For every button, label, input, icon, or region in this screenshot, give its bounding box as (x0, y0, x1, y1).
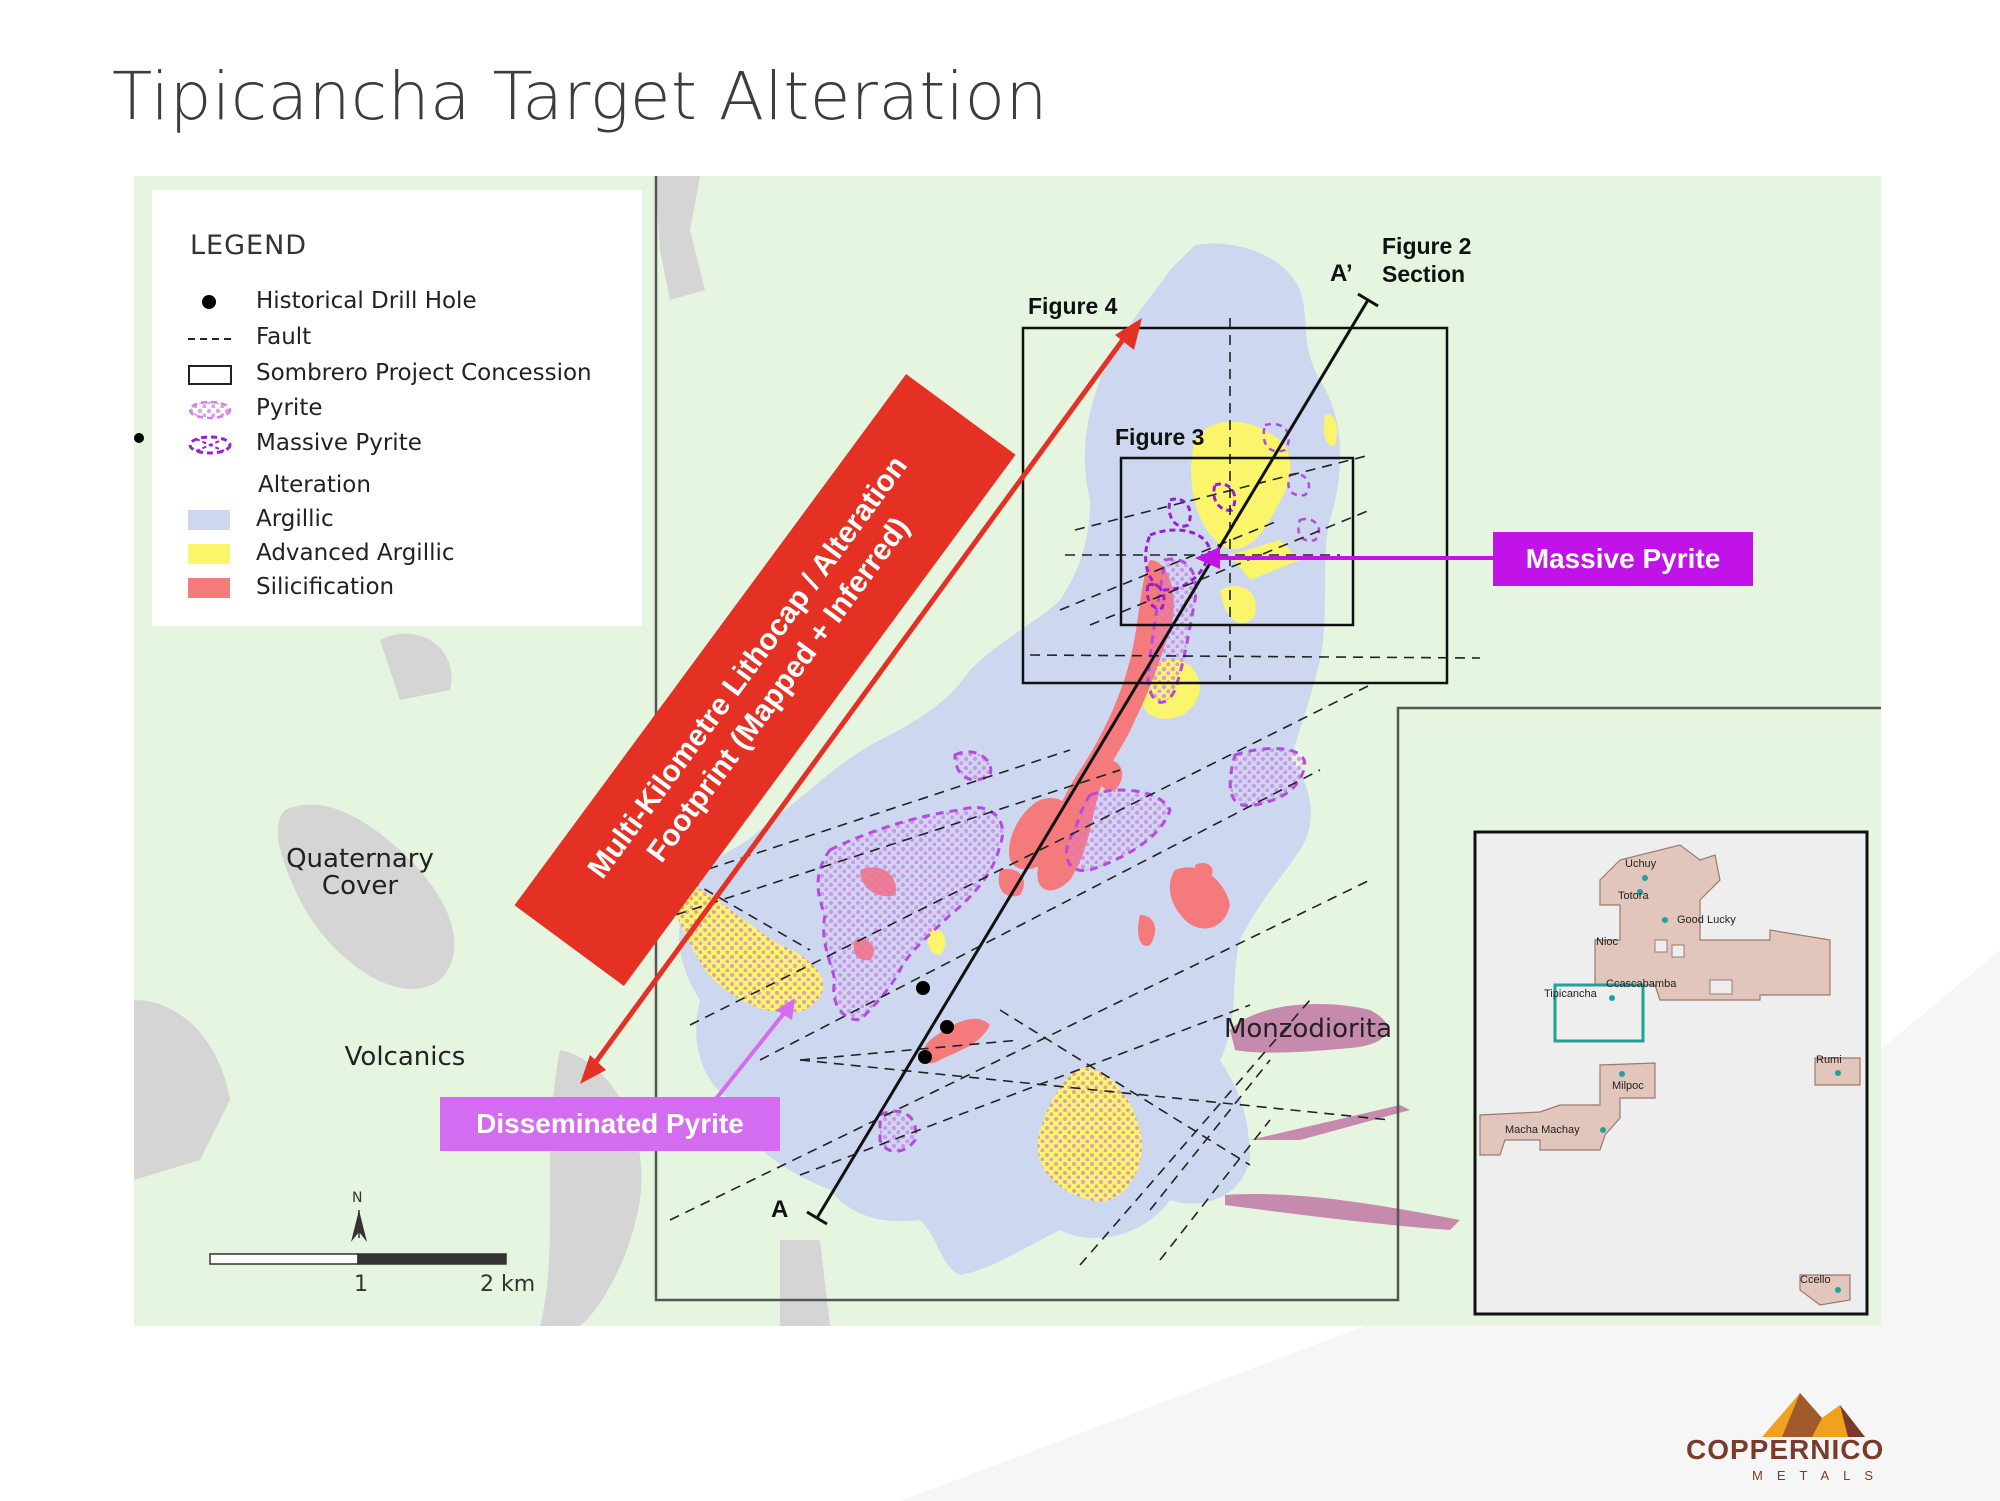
legend-row-concession: Sombrero Project Concession (152, 360, 632, 390)
inset-label-rumi: Rumi (1816, 1054, 1842, 1066)
inset-label-milpoc: Milpoc (1612, 1080, 1644, 1092)
disseminated-pyrite-arrow-line (713, 1010, 787, 1102)
disseminated-pyrite-callout: Disseminated Pyrite (440, 1097, 780, 1151)
drill-hole-icon (202, 295, 216, 309)
inset-target-star-icons (1600, 875, 1841, 1293)
inset-label-good-lucky: Good Lucky (1677, 914, 1736, 926)
coppernico-logo-icon (1762, 1393, 1865, 1437)
section-end-tick-a (806, 1210, 828, 1226)
scale-bar-white (209, 1253, 359, 1265)
quaternary-cover-label: Quaternary Cover (286, 844, 434, 901)
massive-pyrite-icon (188, 435, 232, 455)
monzodiorite-bodies (1225, 1004, 1460, 1230)
lithocap-arrow-head-bottom (580, 1055, 606, 1084)
volcanics-label: Volcanics (344, 1042, 466, 1072)
inset-label-macha-machay: Macha Machay (1505, 1124, 1580, 1136)
north-label: N (352, 1190, 363, 1206)
legend-title: LEGEND (190, 230, 308, 261)
legend-edge-dot (134, 433, 144, 443)
figure4-box (1021, 326, 1449, 685)
disseminated-pyrite-arrow-head (776, 998, 795, 1020)
section-label-a-prime: A’ (1330, 260, 1353, 287)
coppernico-logo-text: COPPERNICO (1686, 1434, 1885, 1465)
massive-pyrite-callout: Massive Pyrite (1493, 532, 1753, 586)
legend-row-argillic: Argillic (152, 506, 632, 536)
figure2-section-label: Figure 2 Section (1382, 233, 1472, 287)
inset-label-ccascabamba: Ccascabamba (1606, 978, 1677, 990)
legend-row-massive-pyrite: Massive Pyrite (152, 430, 632, 460)
massive-pyrite-zones (1144, 482, 1237, 610)
lithocap-arrow-head-top (1115, 318, 1142, 350)
legend-row-pyrite: Pyrite (152, 395, 632, 425)
map-legend: LEGEND Historical Drill Hole Fault Sombr… (152, 190, 642, 626)
figure4-label: Figure 4 (1028, 293, 1118, 319)
inset-tipicancha-highlight (1553, 983, 1645, 1043)
legend-row-drill-hole: Historical Drill Hole (152, 288, 632, 318)
pyrite-icon (188, 400, 232, 420)
coppernico-logo-subtext: METALS (1752, 1468, 1888, 1483)
legend-row-advanced-argillic: Advanced Argillic (152, 540, 632, 570)
lithocap-callout-banner (514, 374, 1016, 986)
legend-row-silicification: Silicification (152, 574, 632, 604)
inset-label-uchuy: Uchuy (1625, 858, 1657, 870)
section-end-tick-a-prime (1357, 292, 1379, 308)
inset-label-tipicancha: Tipicancha (1544, 988, 1597, 1000)
historical-drill-holes (916, 981, 954, 1064)
legend-alteration-heading: Alteration (258, 472, 371, 498)
advanced-argillic-swatch (188, 544, 230, 564)
inset-label-nioc: Nioc (1596, 936, 1619, 948)
massive-pyrite-arrow-head (1195, 547, 1220, 569)
fault-icon (188, 338, 232, 340)
figure3-label: Figure 3 (1115, 424, 1205, 450)
section-line (815, 299, 1370, 1219)
inset-label-totora: Totora (1618, 890, 1649, 902)
silicification-swatch (188, 578, 230, 598)
pyrite-zones (816, 557, 1307, 1153)
figure3-box (1119, 456, 1355, 627)
inset-label-ccello: Ccello (1800, 1274, 1831, 1286)
faults (659, 318, 1481, 1266)
scale-bar-black (357, 1253, 507, 1265)
monzodiorita-label: Monzodiorita (1223, 1014, 1393, 1044)
section-label-a: A (771, 1196, 789, 1223)
argillic-swatch (188, 510, 230, 530)
inset-concessions (1479, 844, 1861, 1306)
page-title: Tipicancha Target Alteration (112, 58, 1048, 135)
page-backdrop-shade (900, 950, 2000, 1501)
scale-label-1: 1 (354, 1272, 368, 1297)
legend-row-fault: Fault (152, 324, 632, 354)
scale-label-2km: 2 km (480, 1272, 536, 1297)
pyrite-outlines-north (1262, 422, 1321, 542)
lithocap-arrow-line (587, 328, 1133, 1072)
inset-concession-cutouts (1654, 939, 1733, 995)
concession-icon (188, 365, 232, 385)
